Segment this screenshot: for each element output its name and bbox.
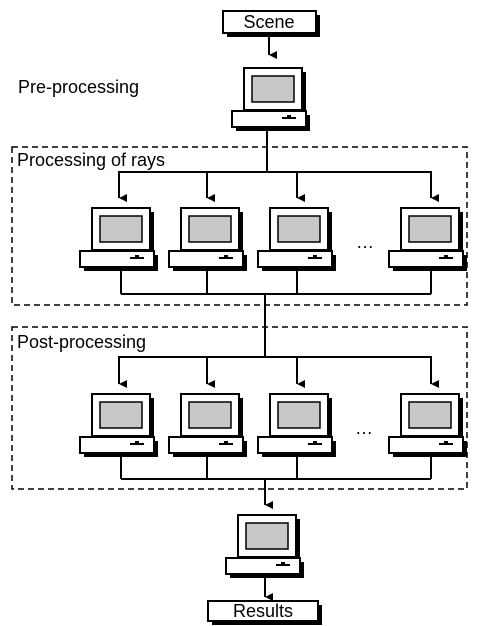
computer-icon xyxy=(257,207,337,272)
ellipsis: … xyxy=(355,418,373,438)
postprocessing-label: Post-processing xyxy=(17,332,146,352)
computer-icon xyxy=(231,67,311,132)
computer-icon xyxy=(168,207,248,272)
computer-icon xyxy=(79,207,159,272)
results-box: Results xyxy=(207,600,322,625)
computer-icon xyxy=(79,393,159,458)
computer-icon xyxy=(257,393,337,458)
postprocessing-frame xyxy=(11,326,468,490)
scene-label: Scene xyxy=(243,12,294,32)
processing-rays-frame xyxy=(11,146,468,306)
computer-icon xyxy=(388,207,468,272)
scene-box: Scene xyxy=(222,10,320,37)
computer-icon xyxy=(168,393,248,458)
processing-rays-label: Processing of rays xyxy=(17,150,165,170)
results-label: Results xyxy=(233,601,293,621)
computer-icon xyxy=(225,514,305,579)
preprocessing-label: Pre-processing xyxy=(18,77,139,97)
computer-icon xyxy=(388,393,468,458)
ellipsis: … xyxy=(356,232,374,252)
